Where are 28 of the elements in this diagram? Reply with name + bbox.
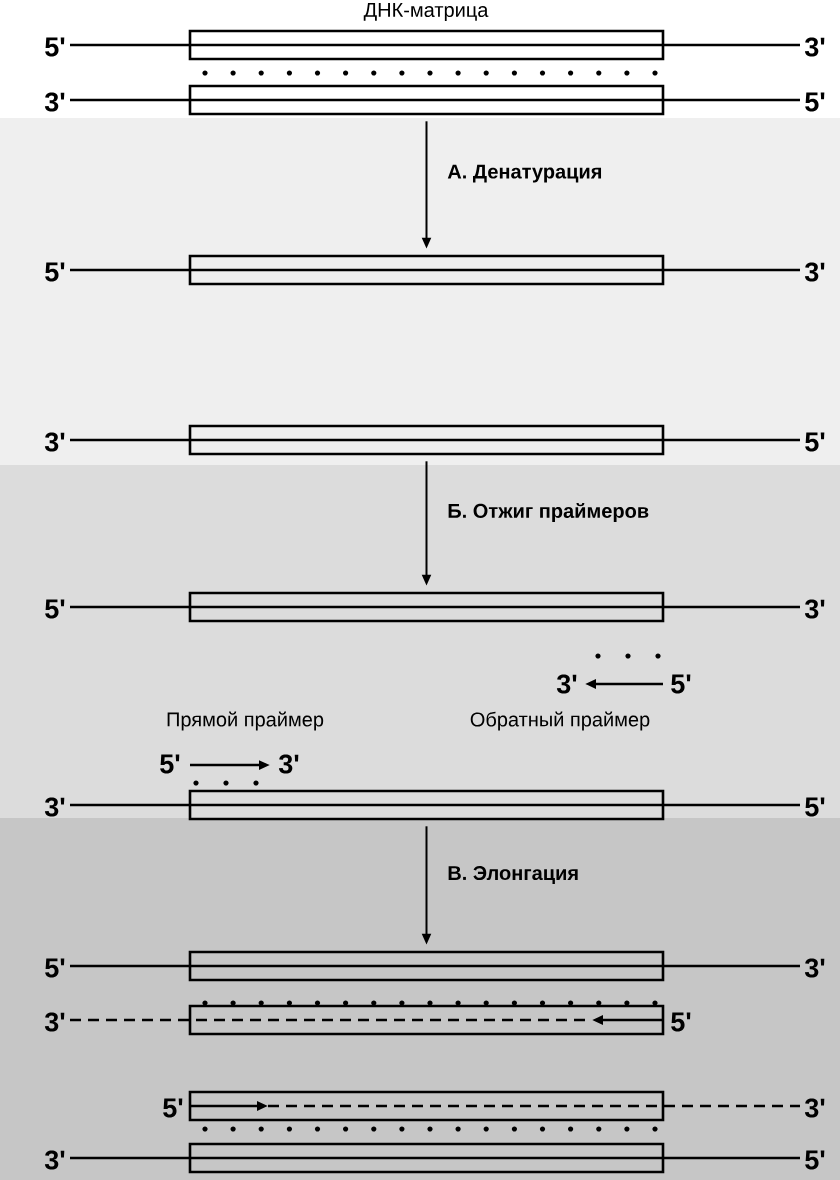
strand-end-label: 5' [45,262,65,282]
step-label: Б. Отжиг праймеров [448,502,649,522]
strand-end-label: 3' [804,958,825,978]
strand-end-label: 5' [805,92,825,112]
caption-label: Обратный праймер [470,711,650,731]
strand-end-label: 3' [44,1150,65,1170]
strand-end-label: 5' [45,599,65,619]
strand-end-label: 3' [804,262,825,282]
strand-end-label: 5' [805,1150,825,1170]
strand-end-label: 5' [671,1012,691,1032]
strand-end-label: 5' [805,797,825,817]
strand-end-label: 3' [44,797,65,817]
strand-end-label: 3' [44,1012,65,1032]
caption-label: Прямой праймер [167,711,324,731]
step-label: В. Элонгация [448,865,578,884]
primer-end-label: 5' [671,674,691,694]
strand-end-label: 5' [163,1098,183,1118]
strand-end-label: 3' [44,432,65,452]
step-label: А. Денатурация [447,164,602,183]
strand-end-label: 3' [804,599,825,619]
strand-end-label: 5' [45,958,65,978]
strand-end-label: 5' [805,432,825,452]
primer-end-label: 5' [160,754,180,774]
strand-end-label: 3' [44,92,65,112]
strand-end-label: 3' [804,37,825,57]
strand-end-label: 5' [45,37,65,57]
strand-end-label: 3' [804,1098,825,1118]
primer-end-label: 3' [556,674,577,694]
